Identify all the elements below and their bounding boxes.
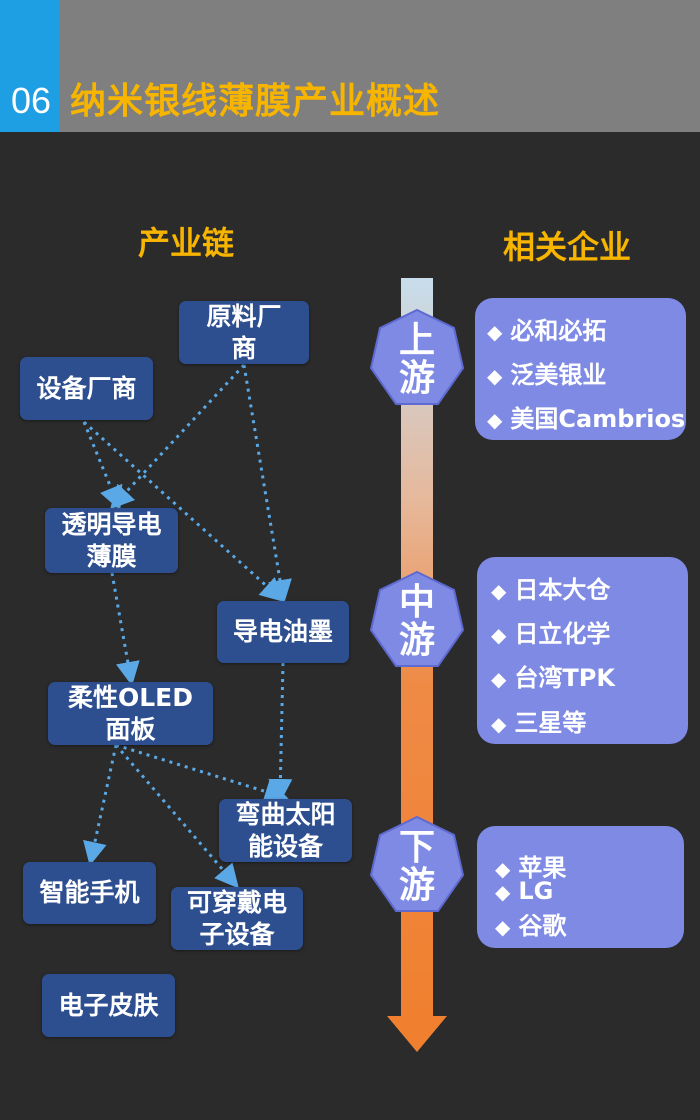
upstream-companies-box — [475, 298, 686, 440]
company-item: ◆三星等 — [491, 709, 587, 737]
link-oled-wear — [114, 744, 239, 889]
company-item: ◆LG — [495, 877, 554, 905]
related-companies-heading: 相关企业 — [503, 228, 632, 266]
diamond-bullet-icon: ◆ — [487, 320, 503, 344]
heptagon-shape — [369, 308, 465, 405]
heptagon-shape — [369, 570, 465, 667]
stage-label-top: 中 — [398, 582, 435, 623]
company-item: ◆日本大仓 — [491, 576, 611, 604]
company-item: ◆谷歌 — [495, 912, 567, 940]
company-item: ◆必和必拓 — [487, 317, 607, 345]
midstream-companies-box — [477, 557, 688, 744]
link-oled-phone — [83, 744, 118, 866]
diamond-bullet-icon: ◆ — [487, 364, 503, 388]
company-item: ◆日立化学 — [491, 620, 611, 648]
stage-midstream: 中游 — [369, 570, 465, 674]
stage-label-bottom: 游 — [398, 620, 435, 661]
axis-arrow-head — [387, 1016, 447, 1052]
company-item: ◆泛美银业 — [487, 361, 607, 389]
link-oled-solar — [115, 743, 289, 804]
company-item: ◆苹果 — [495, 854, 567, 882]
diamond-bullet-icon: ◆ — [491, 712, 507, 736]
diamond-bullet-icon: ◆ — [491, 623, 507, 647]
stage-upstream: 上游 — [369, 308, 465, 412]
node-equipment: 设备厂商 — [20, 357, 153, 420]
link-ink-solar — [268, 662, 293, 803]
node-conductive-ink: 导电油墨 — [217, 601, 349, 663]
stage-label-top: 上 — [398, 320, 435, 361]
stage-label-top: 下 — [398, 827, 435, 868]
diamond-bullet-icon: ◆ — [495, 880, 511, 904]
section-number: 06 — [10, 80, 52, 121]
diamond-bullet-icon: ◆ — [495, 857, 511, 881]
node-transparent-film: 透明导电 薄膜 — [45, 508, 178, 573]
node-wearable: 可穿戴电 子设备 — [171, 887, 303, 950]
node-smartphone: 智能手机 — [23, 862, 156, 924]
section-number-box — [0, 0, 60, 132]
stage-downstream: 下游 — [369, 815, 465, 919]
diamond-bullet-icon: ◆ — [491, 579, 507, 603]
downstream-companies-box — [477, 826, 684, 948]
heptagon-shape — [369, 815, 465, 912]
node-raw-material: 原料厂 商 — [179, 301, 309, 364]
stage-label-bottom: 游 — [398, 865, 435, 906]
stage-label-bottom: 游 — [398, 358, 435, 399]
link-film-oled — [110, 572, 140, 686]
link-equip-film — [82, 421, 123, 511]
industry-chain-heading: 产业链 — [138, 224, 235, 262]
diamond-bullet-icon: ◆ — [487, 408, 503, 432]
header-bar — [0, 0, 700, 132]
page-title: 纳米银线薄膜产业概述 — [70, 81, 441, 122]
node-flexible-oled: 柔性OLED 面板 — [48, 682, 213, 745]
node-solar-device: 弯曲太阳 能设备 — [219, 799, 352, 862]
company-item: ◆美国Cambrios — [487, 405, 686, 433]
diamond-bullet-icon: ◆ — [491, 667, 507, 691]
company-item: ◆台湾TPK — [491, 664, 615, 692]
node-e-skin: 电子皮肤 — [42, 974, 175, 1037]
link-raw-ink — [242, 364, 292, 604]
diamond-bullet-icon: ◆ — [495, 915, 511, 939]
